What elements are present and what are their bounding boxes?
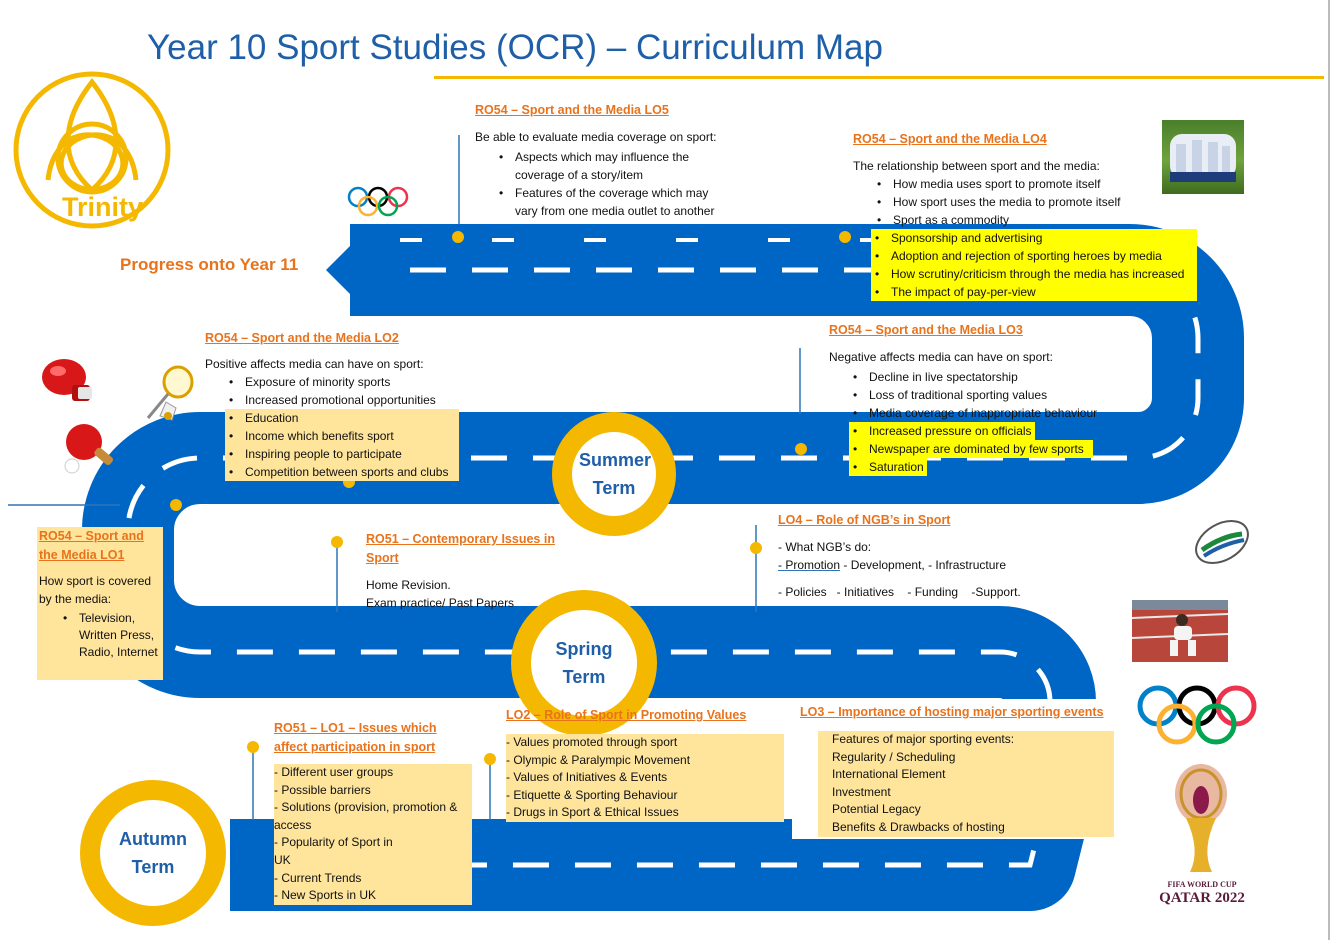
progress-label: Progress onto Year 11 (120, 255, 299, 274)
lo3-highlight-item: Newspaper are dominated by few sports (849, 440, 1093, 458)
lo5-item: Aspects which may influence the coverage… (495, 148, 715, 184)
lo3-events-item: Regularity / Scheduling (832, 749, 956, 764)
ro51-lo1-item: - Different user groups (274, 765, 394, 779)
lo1-item: Television, Written Press, Radio, Intern… (59, 610, 161, 661)
lo4-intro: The relationship between sport and the m… (853, 159, 1100, 173)
trinity-logo-icon (13, 71, 171, 229)
ro51-contemporary-line: Exam practice/ Past Papers (366, 596, 515, 610)
lo1-heading-line1: RO54 – Sport and (39, 529, 144, 543)
lo3-item: Loss of traditional sporting values (849, 386, 1129, 404)
lo3-events-heading: LO3 – Importance of hosting major sporti… (800, 705, 1104, 719)
ro51-lo1-item: - Current Trends (274, 870, 362, 885)
lo5-intro: Be able to evaluate media coverage on sp… (475, 130, 717, 144)
rugby-ball-icon (1195, 520, 1249, 564)
lo2-box: RO54 – Sport and the Media LO2 Positive … (205, 329, 475, 481)
lo5-item: Features of the coverage which may vary … (495, 184, 715, 220)
ro51-lo1-box: RO51 – LO1 – Issues which affect partici… (274, 719, 474, 905)
ngb-line3: - Policies - Initiatives - Funding -Supp… (778, 585, 1021, 599)
sprinter-photo (1131, 600, 1229, 662)
ro51-contemporary-line: Home Revision. (366, 578, 451, 592)
olympic-rings-icon (347, 186, 409, 217)
ngb-line2: - Promotion - Development, - Infrastruct… (778, 556, 1078, 574)
lo2-values-heading: LO2 – Role of Sport in Promoting Values (506, 708, 747, 722)
ro51-lo1-item: - Solutions (provision, promotion & acce… (274, 800, 458, 832)
world-cup-trophy-icon (1175, 764, 1227, 872)
title-underline (434, 76, 1324, 79)
lo3-item: Decline in live spectatorship (849, 368, 1129, 386)
lo3-highlight-item: Saturation (849, 458, 927, 476)
ngb-box: LO4 – Role of NGB’s in Sport - What NGB’… (778, 511, 1078, 601)
lo3-events-item: Investment (832, 784, 891, 799)
ngb-promotion: - Promotion (778, 558, 841, 572)
lo4-item: Sport as a commodity (873, 211, 1203, 229)
lo2-values-item: - Etiquette & Sporting Behaviour (506, 787, 678, 802)
olympic-rings-icon (1137, 685, 1257, 745)
ro51-contemporary-box: RO51 – Contemporary Issues in Sport Home… (366, 530, 562, 612)
road-arrow-tip (326, 224, 372, 316)
lo3-events-item: Potential Legacy (832, 802, 921, 817)
lo4-box: RO54 – Sport and the Media LO4 The relat… (853, 130, 1203, 301)
lo2-values-item: - Values of Initiatives & Events (506, 770, 668, 785)
lo3-events-item: International Element (832, 767, 946, 782)
table-tennis-icon (64, 424, 114, 474)
badminton-icon (146, 365, 194, 421)
boxing-glove-icon (42, 359, 92, 401)
lo4-item: How sport uses the media to promote itse… (873, 193, 1203, 211)
lo4-highlight-item: Sponsorship and advertising (871, 229, 1197, 247)
lo2-values-box: LO2 – Role of Sport in Promoting Values … (506, 706, 786, 822)
lo2-highlight-item: Inspiring people to participate (225, 445, 459, 463)
ro51-contemporary-heading: RO51 – Contemporary Issues in Sport (366, 532, 555, 565)
lo2-item: Exposure of minority sports (225, 373, 475, 391)
spring-term-label: Spring Term (555, 639, 613, 687)
summer-term-circle: Summer Term (552, 412, 676, 536)
lo3-heading: RO54 – Sport and the Media LO3 (829, 323, 1023, 337)
ngb-heading: LO4 – Role of NGB’s in Sport (778, 513, 951, 527)
page-title: Year 10 Sport Studies (OCR) – Curriculum… (147, 28, 883, 67)
lo2-values-item: - Olympic & Paralympic Movement (506, 752, 691, 767)
ngb-line1: - What NGB’s do: (778, 540, 872, 554)
world-cup-label: FIFA WORLD CUP QATAR 2022 (1154, 880, 1250, 906)
lo3-events-box: LO3 – Importance of hosting major sporti… (792, 699, 1114, 839)
lo3-highlight-item: Increased pressure on officials (849, 422, 1035, 440)
lo4-highlight-item: How scrutiny/criticism through the media… (871, 265, 1197, 283)
lo2-intro: Positive affects media can have on sport… (205, 357, 424, 371)
summer-term-label: Summer Term (579, 450, 652, 498)
lo1-box: RO54 – Sport and the Media LO1 How sport… (37, 527, 163, 680)
ro51-lo1-heading: RO51 – LO1 – Issues which affect partici… (274, 721, 437, 754)
lo2-highlight-item: Competition between sports and clubs (225, 463, 459, 481)
lo1-heading-line2: the Media LO1 (39, 548, 125, 562)
lo4-item: How media uses sport to promote itself (873, 175, 1203, 193)
page-border (1328, 0, 1330, 940)
lo2-highlight-item: Education (225, 409, 459, 427)
lo2-item: Increased promotional opportunities (225, 391, 475, 409)
lo4-highlight-item: The impact of pay-per-view (871, 283, 1197, 301)
autumn-term-circle: Autumn Term (80, 780, 226, 926)
ro51-lo1-item: - Possible barriers (274, 782, 371, 797)
lo3-item: Media coverage of inappropriate behaviou… (849, 404, 1129, 422)
world-cup-line2: QATAR 2022 (1159, 890, 1245, 906)
lo4-highlight-item: Adoption and rejection of sporting heroe… (871, 247, 1197, 265)
lo5-box: RO54 – Sport and the Media LO5 Be able t… (475, 101, 745, 220)
lo5-heading: RO54 – Sport and the Media LO5 (475, 103, 669, 117)
lo3-box: RO54 – Sport and the Media LO3 Negative … (829, 321, 1129, 476)
lo2-values-item: - Values promoted through sport (506, 735, 678, 749)
road-centre-line (125, 267, 1201, 868)
lo2-values-item: - Drugs in Sport & Ethical Issues (506, 805, 679, 820)
lo2-heading: RO54 – Sport and the Media LO2 (205, 331, 399, 345)
lo2-highlight-item: Income which benefits sport (225, 427, 459, 445)
logo-text: Trinity (62, 192, 144, 222)
lo1-intro: How sport is covered by the media: (39, 574, 152, 606)
lo4-heading: RO54 – Sport and the Media LO4 (853, 132, 1047, 146)
ngb-line2-rest: - Development, - Infrastructure (840, 558, 1007, 572)
world-cup-line1: FIFA WORLD CUP (1167, 880, 1237, 889)
lo3-intro: Negative affects media can have on sport… (829, 350, 1053, 364)
lo3-events-item: Benefits & Drawbacks of hosting (832, 819, 1005, 834)
lo3-events-item: Features of major sporting events: (832, 732, 1015, 746)
ro51-lo1-item: - Popularity of Sport in UK (274, 835, 393, 867)
ro51-lo1-item: - New Sports in UK (274, 888, 377, 903)
autumn-term-label: Autumn Term (119, 829, 187, 877)
spring-term-circle: Spring Term (511, 590, 657, 736)
